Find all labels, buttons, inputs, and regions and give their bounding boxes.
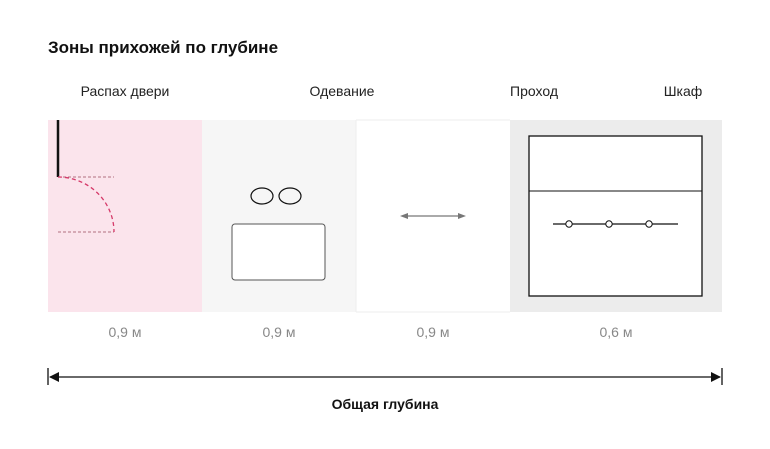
passage-double-arrow-icon: [400, 213, 466, 219]
zone-label-passage: Проход: [510, 83, 558, 99]
wardrobe-icon: [528, 135, 703, 297]
bench-icon: [231, 223, 326, 281]
clothes-rail-icon: [553, 220, 678, 228]
depth-label-door-swing: 0,9 м: [108, 324, 142, 340]
zone-label-door-swing: Распах двери: [80, 83, 170, 99]
total-depth-dimension-arrow: [47, 368, 723, 385]
depth-label-passage: 0,9 м: [416, 324, 450, 340]
depth-label-dressing: 0,9 м: [262, 324, 296, 340]
door-icon: [56, 120, 115, 233]
zone-label-wardrobe: Шкаф: [663, 83, 703, 99]
total-depth-label: Общая глубина: [331, 396, 439, 412]
depth-label-wardrobe: 0,6 м: [599, 324, 633, 340]
zone-dressing-area: [202, 120, 356, 312]
zone-label-dressing: Одевание: [309, 83, 375, 99]
person-icon: [250, 187, 302, 205]
zone-door-swing-area: [48, 120, 202, 312]
diagram-title: Зоны прихожей по глубине: [48, 38, 279, 57]
